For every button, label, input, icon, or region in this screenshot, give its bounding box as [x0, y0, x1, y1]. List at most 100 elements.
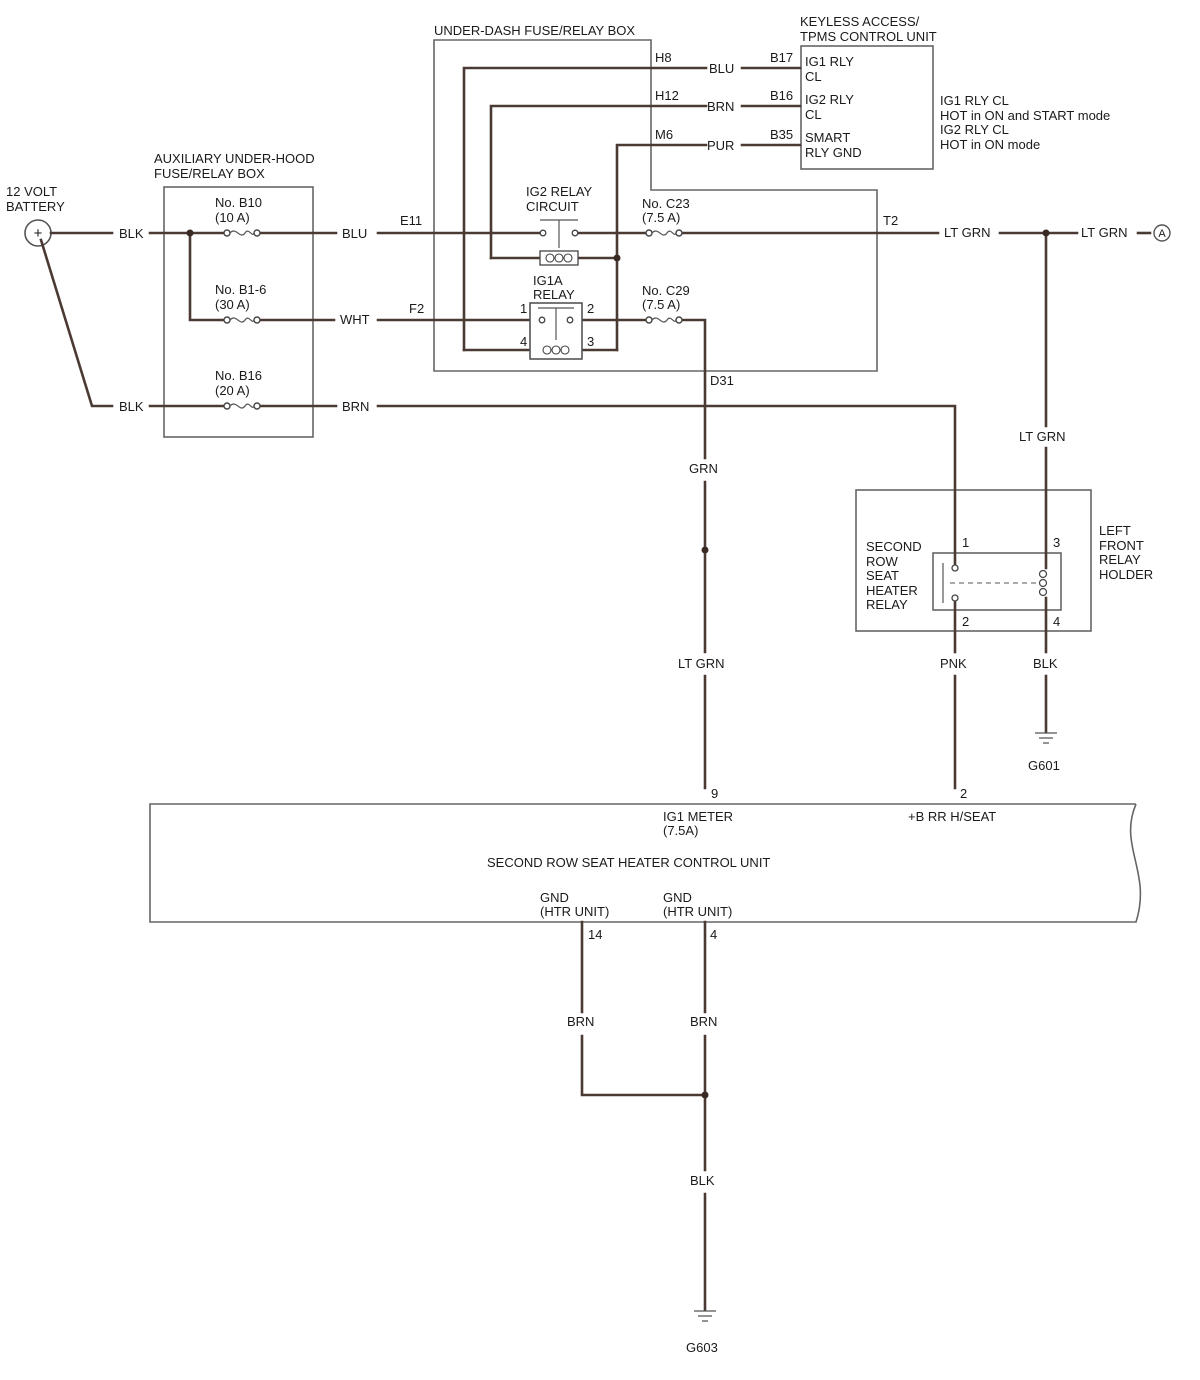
seat-relay-label-3: SEAT: [866, 568, 899, 583]
wire-label-ltgrn-t2: LT GRN: [944, 225, 990, 240]
seat-heater-relay-box: [932, 552, 1062, 611]
wire-label-blu: BLU: [342, 226, 367, 241]
ground-g601-label: G601: [1028, 758, 1060, 773]
note-ig2-desc: HOT in ON mode: [940, 137, 1040, 152]
cu-pin-2-number: 2: [960, 786, 967, 801]
keyless-pin-smart-line1: SMART: [805, 130, 850, 145]
ig2-relay-label-line2: CIRCUIT: [526, 199, 579, 214]
ig2-relay-symbol: [539, 219, 579, 266]
keyless-title-line1: KEYLESS ACCESS/: [800, 14, 920, 29]
relay-holder-box: [855, 489, 1092, 632]
cu-pin-4-desc: (HTR UNIT): [663, 904, 732, 919]
aux-fuse-box: [163, 186, 314, 438]
wire-label-blu-keyless: BLU: [709, 61, 734, 76]
fuse-b10-name: No. B10: [215, 195, 262, 210]
junction-dot: [701, 546, 709, 554]
keyless-pin-ig1-line1: IG1 RLY: [805, 54, 854, 69]
seat-relay-label-1: SECOND: [866, 539, 922, 554]
underdash-fuse-box: [433, 39, 878, 372]
connector-h8: H8: [655, 50, 672, 65]
connector-b17: B17: [770, 50, 793, 65]
cu-pin-9-number: 9: [711, 786, 718, 801]
keyless-pin-ig2-line1: IG2 RLY: [805, 92, 854, 107]
connector-b16: B16: [770, 88, 793, 103]
ig1a-pin-2: 2: [587, 301, 594, 316]
seat-relay-label-4: HEATER: [866, 583, 918, 598]
cu-pin-14-number: 14: [588, 927, 602, 942]
connector-a-symbol: A: [1153, 224, 1171, 242]
seat-relay-pin-4: 4: [1053, 614, 1060, 629]
battery-label-line2: BATTERY: [6, 199, 65, 214]
aux-box-title-line2: FUSE/RELAY BOX: [154, 166, 265, 181]
seat-relay-pin-3: 3: [1053, 535, 1060, 550]
connector-d31: D31: [710, 373, 734, 388]
fuse-b16-rating: (20 A): [215, 383, 250, 398]
wire-label-wht: WHT: [340, 312, 370, 327]
relay-holder-label-2: FRONT: [1099, 538, 1144, 553]
cu-pin-9-rating: (7.5A): [663, 823, 698, 838]
fuse-symbol-b10: [223, 229, 261, 237]
note-ig1-desc: HOT in ON and START mode: [940, 108, 1110, 123]
ground-symbol-g601: [1035, 732, 1057, 744]
cu-pin-4-name: GND: [663, 890, 692, 905]
connector-e11: E11: [400, 213, 422, 228]
cu-pin-2-name: +B RR H/SEAT: [908, 809, 996, 824]
wire-label-blk-bottom: BLK: [119, 399, 144, 414]
relay-holder-label-1: LEFT: [1099, 523, 1131, 538]
wire-label-brn-keyless: BRN: [707, 99, 734, 114]
ig1a-pin-4: 4: [520, 334, 527, 349]
ig1a-relay-symbol: [529, 302, 583, 360]
battery-label-line1: 12 VOLT: [6, 184, 57, 199]
junction-dot: [1042, 229, 1050, 237]
keyless-pin-ig2-line2: CL: [805, 107, 822, 122]
ig2-relay-label-line1: IG2 RELAY: [526, 184, 593, 199]
battery-symbol: +: [24, 219, 52, 247]
ig1a-pin-1: 1: [520, 301, 527, 316]
wire-label-pnk: PNK: [940, 656, 967, 671]
cu-pin-14-desc: (HTR UNIT): [540, 904, 609, 919]
ig1a-relay-label-line2: RELAY: [533, 287, 575, 302]
fuse-b1-6-rating: (30 A): [215, 297, 250, 312]
junction-dot: [613, 254, 621, 262]
wire-label-blk-top: BLK: [119, 226, 144, 241]
control-unit-title: SECOND ROW SEAT HEATER CONTROL UNIT: [487, 855, 770, 870]
cu-pin-4-number: 4: [710, 927, 717, 942]
relay-holder-label-3: RELAY: [1099, 552, 1141, 567]
fuse-symbol-b16: [223, 402, 261, 410]
connector-f2: F2: [409, 301, 424, 316]
fuse-b1-6-name: No. B1-6: [215, 282, 266, 297]
seat-relay-label-2: ROW: [866, 554, 899, 569]
aux-box-title-line1: AUXILIARY UNDER-HOOD: [154, 151, 315, 166]
wire-label-blk-relay: BLK: [1033, 656, 1058, 671]
seat-relay-pin-2: 2: [962, 614, 969, 629]
connector-b35: B35: [770, 127, 793, 142]
wire-label-grn: GRN: [689, 461, 718, 476]
ig1a-pin-3: 3: [587, 334, 594, 349]
note-ig1-title: IG1 RLY CL: [940, 93, 1009, 108]
wire-label-brn-14: BRN: [567, 1014, 594, 1029]
junction-dot: [701, 1091, 709, 1099]
note-ig2-title: IG2 RLY CL: [940, 122, 1009, 137]
fuse-symbol-b1-6: [223, 316, 261, 324]
keyless-control-unit-box: [800, 45, 934, 170]
keyless-pin-smart-line2: RLY GND: [805, 145, 862, 160]
ground-symbol-g603: [694, 1310, 716, 1322]
fuse-c23-rating: (7.5 A): [642, 210, 680, 225]
connector-m6: M6: [655, 127, 673, 142]
connector-t2: T2: [883, 213, 898, 228]
fuse-symbol-c29: [645, 316, 683, 324]
fuse-b16-name: No. B16: [215, 368, 262, 383]
wire-label-brn-4: BRN: [690, 1014, 717, 1029]
underdash-box-title: UNDER-DASH FUSE/RELAY BOX: [434, 23, 635, 38]
seat-relay-label-5: RELAY: [866, 597, 908, 612]
wire-label-ltgrn-meter: LT GRN: [678, 656, 724, 671]
seat-relay-pin-1: 1: [962, 535, 969, 550]
ig1a-relay-label-line1: IG1A: [533, 273, 563, 288]
seat-heater-relay-symbol: [942, 563, 1048, 603]
fuse-c29-name: No. C29: [642, 283, 690, 298]
control-unit-box: [149, 803, 1142, 923]
connector-h12: H12: [655, 88, 679, 103]
fuse-b10-rating: (10 A): [215, 210, 250, 225]
